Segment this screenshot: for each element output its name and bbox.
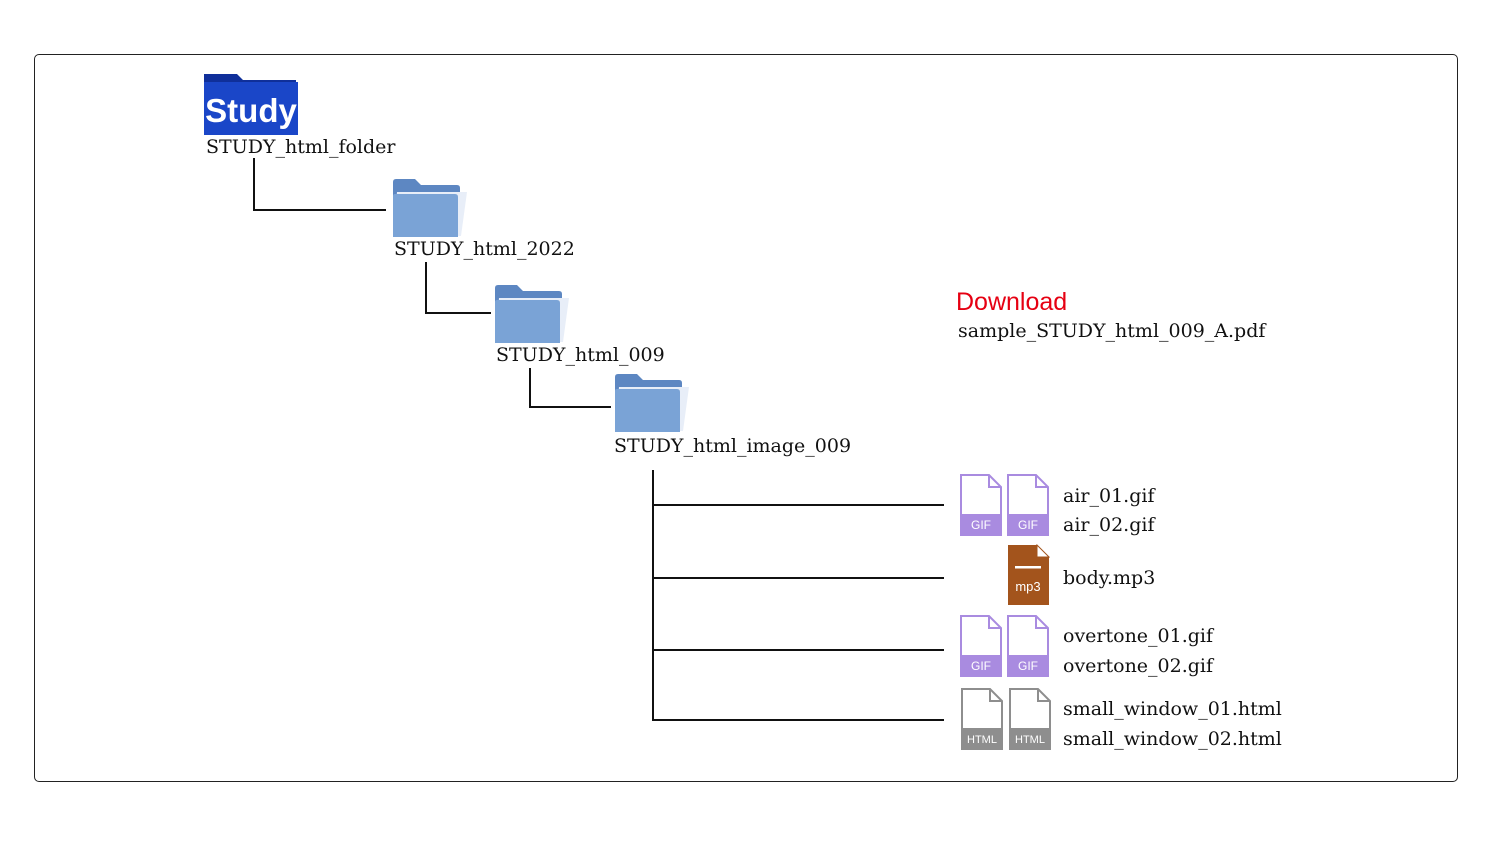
download-filename[interactable]: sample_STUDY_html_009_A.pdf (958, 320, 1266, 342)
connector-line (529, 368, 531, 407)
file-label[interactable]: small_window_01.html (1063, 698, 1282, 720)
connector-line (253, 209, 386, 211)
svg-text:GIF: GIF (1018, 659, 1038, 673)
folder-icon (495, 285, 569, 343)
connector-line (425, 312, 491, 314)
file-label[interactable]: small_window_02.html (1063, 728, 1282, 750)
connector-line (652, 719, 944, 721)
svg-text:GIF: GIF (1018, 518, 1038, 532)
download-link[interactable]: Download (956, 288, 1068, 316)
mp3-file-icon: mp3 (1008, 544, 1050, 605)
connector-line (652, 577, 944, 579)
svg-text:HTML: HTML (1015, 734, 1045, 746)
folder-label[interactable]: STUDY_html_009 (496, 344, 665, 366)
connector-line (652, 649, 944, 651)
study-folder-icon: Study (204, 74, 298, 135)
root-folder-label[interactable]: STUDY_html_folder (206, 136, 396, 158)
folder-label[interactable]: STUDY_html_image_009 (614, 435, 852, 457)
folder-label[interactable]: STUDY_html_2022 (394, 238, 575, 260)
html-file-icon: HTML (961, 688, 1003, 750)
gif-file-icon: GIF (1007, 615, 1049, 677)
connector-line (652, 504, 944, 506)
file-label[interactable]: overtone_01.gif (1063, 625, 1214, 647)
gif-file-icon: GIF (960, 474, 1002, 536)
file-label[interactable]: air_02.gif (1063, 514, 1155, 536)
study-logo-text: Study (205, 92, 297, 129)
folder-icon (615, 374, 689, 432)
folder-icon (393, 179, 467, 237)
connector-line (253, 158, 255, 210)
svg-text:GIF: GIF (971, 518, 991, 532)
gif-file-icon: GIF (1007, 474, 1049, 536)
file-label[interactable]: overtone_02.gif (1063, 655, 1214, 677)
svg-text:GIF: GIF (971, 659, 991, 673)
file-label[interactable]: air_01.gif (1063, 485, 1155, 507)
html-file-icon: HTML (1009, 688, 1051, 750)
file-label[interactable]: body.mp3 (1063, 567, 1156, 589)
gif-file-icon: GIF (960, 615, 1002, 677)
connector-line (529, 406, 611, 408)
svg-text:mp3: mp3 (1015, 579, 1040, 594)
svg-text:HTML: HTML (967, 734, 997, 746)
connector-line (425, 262, 427, 313)
diagram-frame (34, 54, 1458, 782)
connector-line (652, 470, 654, 720)
